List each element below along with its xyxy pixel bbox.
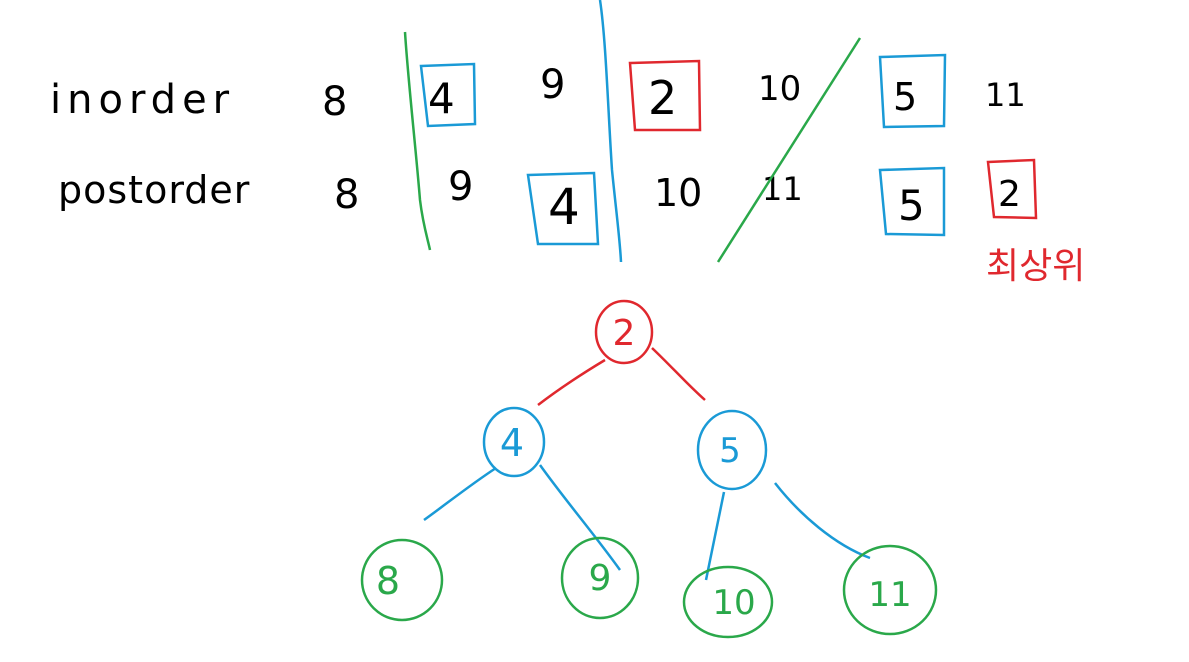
postorder-value-10: 10 bbox=[654, 171, 702, 215]
node-8-label: 8 bbox=[376, 559, 400, 603]
node-2-label: 2 bbox=[613, 313, 636, 354]
node-10-label: 10 bbox=[712, 583, 755, 623]
node-11-circle bbox=[842, 544, 938, 636]
postorder-value-5: 5 bbox=[898, 181, 925, 230]
node-5-label: 5 bbox=[719, 431, 741, 471]
inorder-label: inorder bbox=[50, 77, 235, 123]
edge-4-8 bbox=[423, 466, 497, 522]
node-10-circle bbox=[682, 565, 774, 639]
inorder-box-2 bbox=[628, 59, 702, 132]
inorder-box-4 bbox=[419, 62, 477, 128]
edge-4-9 bbox=[538, 464, 622, 571]
node-11-label: 11 bbox=[868, 575, 911, 615]
divider-green-diagonal bbox=[716, 37, 862, 263]
inorder-value-11: 11 bbox=[985, 76, 1026, 114]
node-8-circle bbox=[360, 538, 444, 622]
postorder-value-2: 2 bbox=[998, 174, 1021, 215]
divider-green-left bbox=[403, 31, 432, 251]
postorder-box-2 bbox=[986, 158, 1038, 220]
node-4-circle bbox=[482, 406, 546, 478]
inorder-value-9: 9 bbox=[540, 62, 565, 108]
node-4-label: 4 bbox=[500, 421, 524, 465]
postorder-value-8: 8 bbox=[334, 172, 359, 218]
postorder-box-4 bbox=[526, 171, 600, 246]
edge-2-5 bbox=[651, 347, 706, 401]
postorder-label: postorder bbox=[58, 168, 250, 212]
postorder-box-5 bbox=[878, 166, 946, 237]
inorder-value-10: 10 bbox=[758, 69, 801, 109]
node-5-circle bbox=[696, 409, 768, 491]
postorder-value-4: 4 bbox=[548, 178, 580, 236]
postorder-value-9: 9 bbox=[448, 164, 473, 210]
inorder-box-5 bbox=[878, 53, 947, 129]
node-2-circle bbox=[594, 299, 654, 365]
node-9-circle bbox=[560, 536, 640, 620]
inorder-value-8: 8 bbox=[322, 79, 347, 125]
inorder-value-5: 5 bbox=[893, 75, 917, 119]
node-9-label: 9 bbox=[589, 558, 612, 599]
edge-5-11 bbox=[774, 482, 871, 560]
divider-blue-center bbox=[598, 0, 623, 263]
inorder-value-2: 2 bbox=[648, 71, 677, 125]
postorder-value-11: 11 bbox=[762, 170, 803, 208]
inorder-value-4: 4 bbox=[428, 74, 455, 123]
edge-2-4 bbox=[537, 358, 606, 406]
root-note: 최상위 bbox=[986, 246, 1085, 287]
